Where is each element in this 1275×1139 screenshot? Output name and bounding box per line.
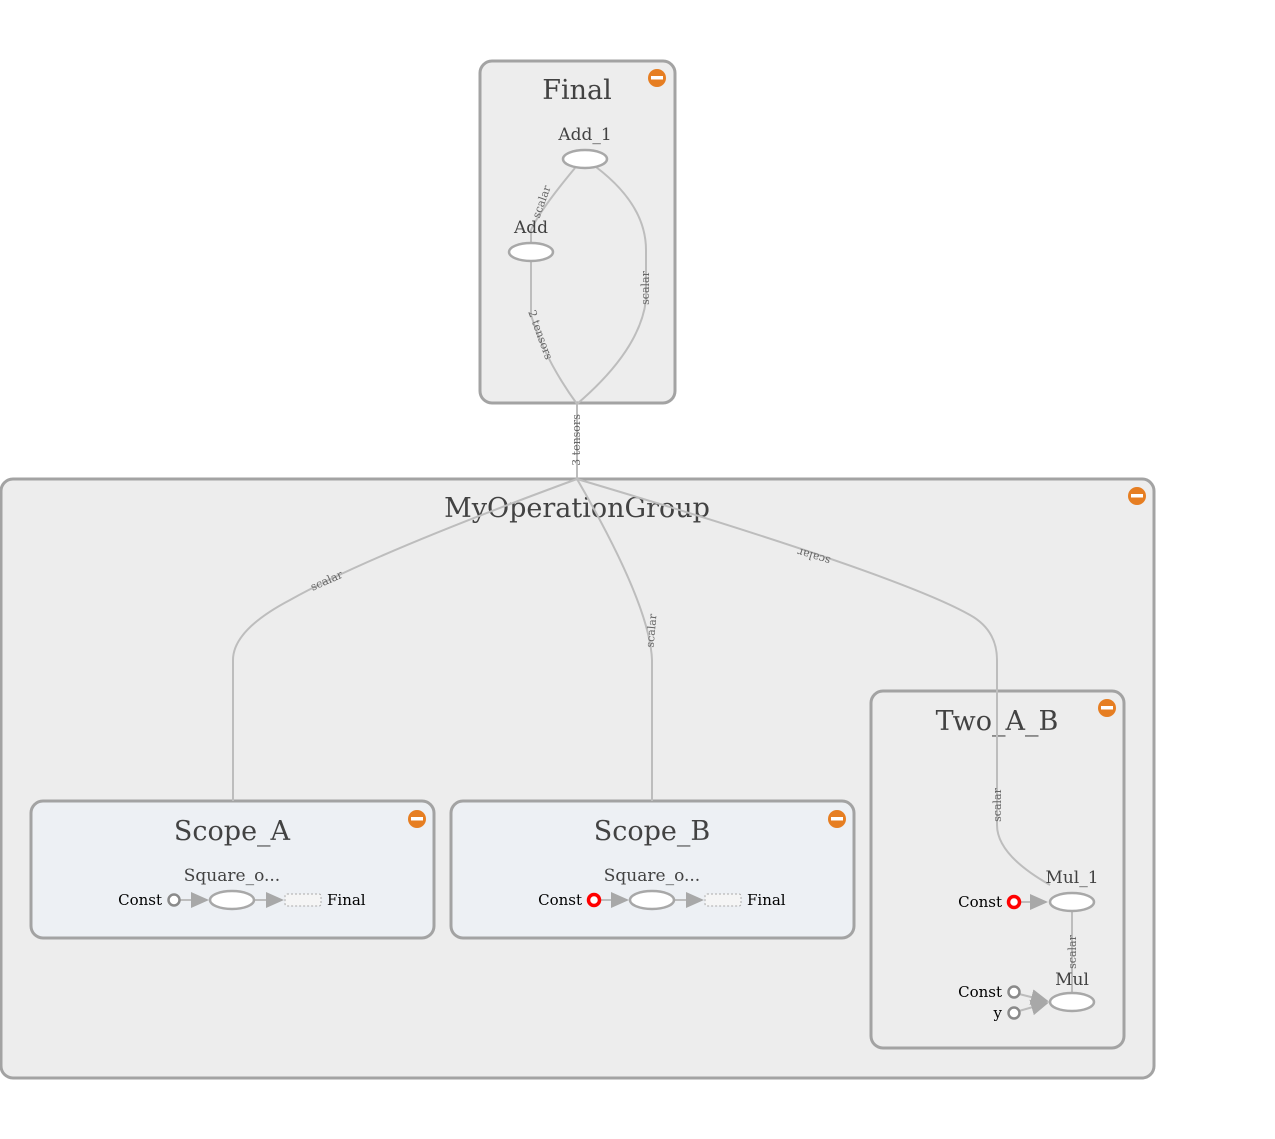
- edge-label: scalar: [644, 613, 660, 648]
- node-add-1[interactable]: Add_1: [557, 125, 612, 170]
- node-mul-1[interactable]: Mul_1: [1045, 868, 1099, 913]
- side-label: Const: [958, 893, 1002, 911]
- side-label: Final: [747, 891, 786, 909]
- side-label: Final: [327, 891, 366, 909]
- group-scope-a[interactable]: Scope_A: [29, 799, 436, 940]
- group-title-final: Final: [542, 75, 612, 106]
- dashed-box-icon[interactable]: [704, 893, 742, 907]
- node-label: Mul: [1055, 970, 1089, 990]
- collapse-icon[interactable]: [1098, 699, 1116, 717]
- node-mul-y[interactable]: [1007, 1006, 1021, 1020]
- edge-mul-y: [1018, 999, 1049, 1016]
- collapse-icon[interactable]: [648, 69, 666, 87]
- node-label: Mul_1: [1045, 868, 1098, 888]
- group-title-scope-a: Scope_A: [174, 816, 291, 847]
- edge-to-two-a-b: [576, 478, 1051, 886]
- node-mul-1-const[interactable]: [1006, 894, 1022, 910]
- collapse-icon[interactable]: [408, 810, 426, 828]
- edge-label: scalar: [1066, 934, 1079, 968]
- group-title-scope-b: Scope_B: [594, 816, 710, 847]
- node-mul[interactable]: Mul: [1048, 970, 1096, 1013]
- dashed-box-icon[interactable]: [284, 893, 322, 907]
- node-scope-a-const[interactable]: [167, 893, 181, 907]
- node-label: Square_o...: [604, 866, 700, 886]
- node-scope-b-const[interactable]: [586, 892, 602, 908]
- side-label: Const: [958, 983, 1002, 1001]
- node-mul-const[interactable]: [1007, 985, 1021, 999]
- node-label: Add_1: [557, 125, 611, 145]
- node-label: Square_o...: [184, 866, 280, 886]
- side-label: y: [993, 1004, 1003, 1022]
- node-label: Add: [513, 218, 548, 238]
- edge-to-scope-b: [576, 478, 653, 801]
- edge-add-1-right: [576, 166, 647, 405]
- edge-label: scalar: [639, 270, 652, 304]
- edge-add-in: [530, 261, 578, 405]
- edge-label: 3 tensors: [570, 414, 583, 466]
- collapse-icon[interactable]: [828, 810, 846, 828]
- edge-to-scope-a: [232, 478, 578, 801]
- group-title-my-operation-group: MyOperationGroup: [444, 493, 710, 524]
- collapse-icon[interactable]: [1128, 487, 1146, 505]
- edge-add-to-add-1: [530, 167, 576, 243]
- node-scope-a-square[interactable]: [208, 889, 256, 911]
- side-label: Const: [538, 891, 582, 909]
- group-final[interactable]: Final: [478, 59, 677, 405]
- side-label: Const: [118, 891, 162, 909]
- node-add[interactable]: Add: [507, 218, 555, 263]
- node-scope-b-square[interactable]: [628, 889, 676, 911]
- edge-label: scalar: [991, 787, 1004, 821]
